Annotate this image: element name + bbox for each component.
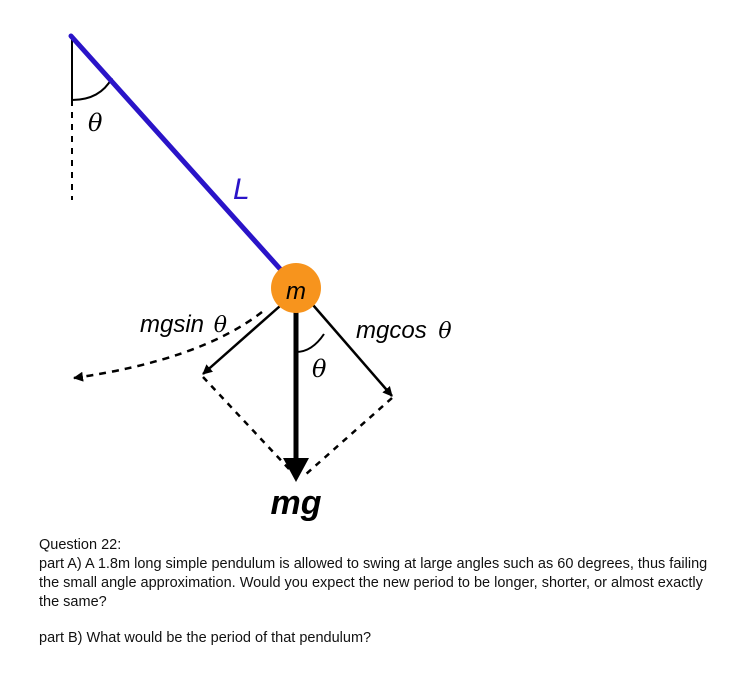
- mgcos-text: mgcos: [356, 317, 427, 344]
- mass-label: m: [286, 278, 306, 305]
- bob-angle-arc: [295, 333, 325, 353]
- pivot-angle-arc: [71, 77, 113, 101]
- paragraph-gap: [39, 612, 719, 629]
- parallelogram-left-side: [202, 376, 291, 471]
- length-label: L: [233, 173, 250, 206]
- question-title: Question 22:: [39, 537, 122, 553]
- gravity-arrowhead: [283, 458, 309, 482]
- mgsin-text: mgsin: [140, 311, 204, 338]
- question-part-b: part B) What would be the period of that…: [39, 630, 372, 646]
- pendulum-diagram: θ L m mgsin θ mgcos θ θ mg: [68, 33, 452, 522]
- tangential-force-arrow: [202, 305, 281, 375]
- mgsin-theta: θ: [214, 313, 227, 338]
- mgcos-theta: θ: [438, 319, 451, 344]
- bob-theta-label: θ: [312, 355, 327, 383]
- question-block: Question 22: part A) A 1.8m long simple …: [39, 536, 719, 648]
- question-part-a: part A) A 1.8m long simple pendulum is a…: [39, 556, 708, 610]
- radial-force-arrow: [312, 304, 393, 397]
- parallelogram-right-side: [304, 397, 393, 476]
- pendulum-bob: [271, 263, 321, 313]
- mgcos-theta-label: mgcos θ: [356, 317, 452, 344]
- mgsin-theta-label: mgsin θ: [140, 311, 227, 338]
- weight-label: mg: [271, 484, 322, 522]
- pendulum-rod: [68, 33, 293, 283]
- pivot-theta-label: θ: [88, 109, 103, 137]
- swing-path-arrow: [73, 311, 263, 382]
